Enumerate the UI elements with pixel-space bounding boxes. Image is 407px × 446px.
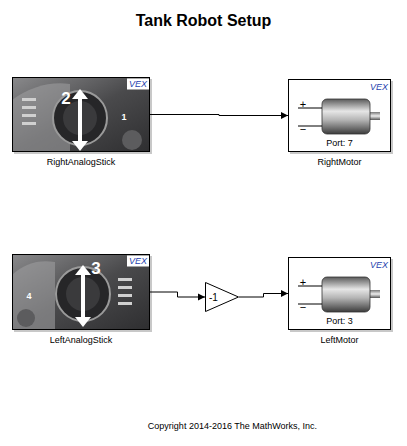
port-label: Port: 7 bbox=[289, 138, 390, 148]
arrow-head bbox=[198, 294, 205, 301]
polarity-sign: − bbox=[300, 124, 306, 135]
polarity-sign: − bbox=[300, 302, 306, 313]
brand-tag: VEX bbox=[127, 79, 149, 90]
motor-icon bbox=[288, 257, 391, 330]
brand-tag: VEX bbox=[368, 82, 390, 93]
polarity-sign: + bbox=[300, 277, 306, 288]
joystick-photo bbox=[12, 254, 150, 330]
motor-icon bbox=[288, 79, 391, 152]
diagram-title: Tank Robot Setup bbox=[0, 12, 407, 30]
gain-block: -1 bbox=[205, 282, 239, 312]
brand-tag: VEX bbox=[368, 260, 390, 271]
signal-line bbox=[150, 292, 205, 301]
port-label: Port: 3 bbox=[289, 316, 390, 326]
arrow-head bbox=[281, 112, 288, 119]
joystick-photo bbox=[12, 77, 150, 152]
block-name: LeftMotor bbox=[259, 335, 407, 345]
block-name: RightAnalogStick bbox=[0, 157, 179, 167]
axis-number: 2 bbox=[61, 90, 70, 107]
brand-tag: VEX bbox=[127, 256, 149, 267]
block-name: LeftAnalogStick bbox=[0, 335, 179, 345]
axis-number: 3 bbox=[91, 260, 100, 277]
copyright-caption: Copyright 2014-2016 The MathWorks, Inc. bbox=[60, 421, 405, 431]
arrow-head bbox=[281, 290, 288, 297]
axis-number: 4 bbox=[26, 292, 31, 301]
gain-value: -1 bbox=[209, 292, 218, 303]
signal-line bbox=[150, 112, 288, 119]
polarity-sign: + bbox=[300, 99, 306, 110]
axis-number: 1 bbox=[121, 113, 126, 122]
block-name: RightMotor bbox=[259, 157, 407, 167]
signal-line bbox=[239, 290, 288, 297]
